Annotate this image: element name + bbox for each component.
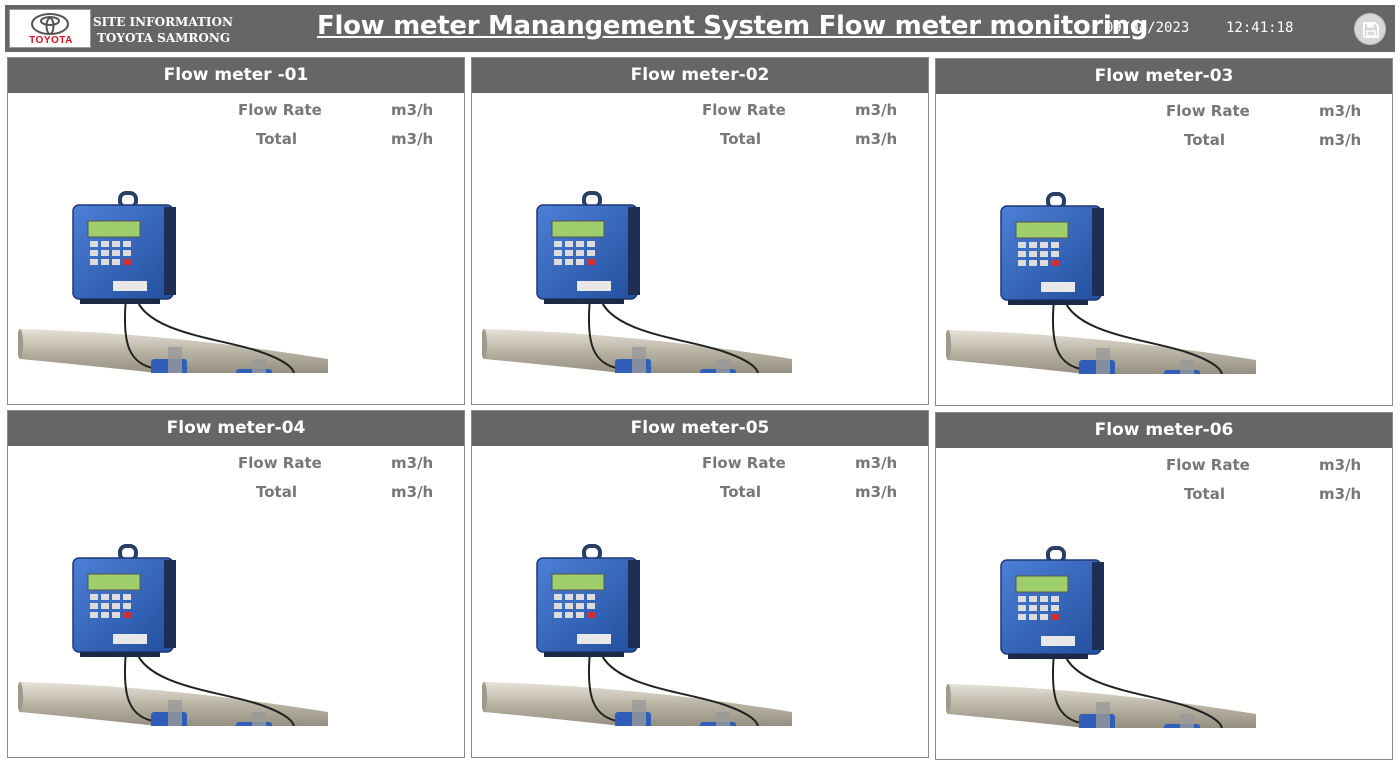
flow-rate-label: Flow Rate	[702, 101, 786, 119]
date-display: 09/04/2023	[1105, 20, 1190, 36]
meter-image	[945, 134, 1266, 398]
flow-rate-label: Flow Rate	[238, 101, 322, 119]
total-unit: m3/h	[1319, 131, 1362, 149]
total-unit: m3/h	[391, 483, 434, 501]
flow-meter-illustration-icon	[945, 546, 1256, 752]
flow-meter-panel-06: Flow meter-06	[935, 412, 1393, 760]
flow-meter-illustration-icon	[17, 544, 328, 750]
flow-rate-unit: m3/h	[391, 101, 434, 119]
meter-image	[481, 486, 802, 750]
total-label: Total	[1184, 485, 1225, 503]
flow-meter-illustration-icon	[481, 544, 792, 750]
total-label: Total	[720, 130, 761, 148]
total-unit: m3/h	[391, 130, 434, 148]
total-label: Total	[256, 483, 297, 501]
total-unit: m3/h	[1319, 485, 1362, 503]
panel-title: Flow meter-03	[936, 59, 1392, 94]
meter-image	[17, 133, 338, 397]
toyota-logo: TOYOTA	[9, 9, 91, 48]
save-button[interactable]	[1354, 13, 1386, 45]
site-name: TOYOTA SAMRONG	[97, 31, 231, 45]
page-title: Flow meter Manangement System Flow meter…	[317, 11, 1149, 41]
toyota-emblem-icon	[31, 13, 69, 35]
flow-meter-illustration-icon	[17, 191, 328, 397]
meter-image	[17, 486, 338, 750]
time-display: 12:41:18	[1226, 20, 1294, 36]
flow-rate-label: Flow Rate	[702, 454, 786, 472]
save-icon	[1363, 22, 1379, 38]
flow-meter-panel-05: Flow meter-05	[471, 410, 929, 758]
meter-image	[481, 133, 802, 397]
flow-meter-panel-02: Flow meter-02	[471, 57, 929, 405]
flow-rate-label: Flow Rate	[1166, 102, 1250, 120]
flow-rate-unit: m3/h	[1319, 102, 1362, 120]
flow-rate-unit: m3/h	[855, 454, 898, 472]
flow-meter-panel-01: Flow meter -01	[7, 57, 465, 405]
panel-title: Flow meter-02	[472, 58, 928, 93]
panel-title: Flow meter-04	[8, 411, 464, 446]
panel-title: Flow meter-05	[472, 411, 928, 446]
total-unit: m3/h	[855, 483, 898, 501]
panel-title: Flow meter -01	[8, 58, 464, 93]
header-bar: TOYOTA SITE INFORMATION TOYOTA SAMRONG F…	[5, 5, 1395, 52]
flow-rate-label: Flow Rate	[238, 454, 322, 472]
flow-meter-illustration-icon	[481, 191, 792, 397]
logo-text: TOYOTA	[29, 35, 73, 46]
flow-meter-panel-04: Flow meter-04	[7, 410, 465, 758]
flow-rate-label: Flow Rate	[1166, 456, 1250, 474]
site-info-label: SITE INFORMATION	[93, 15, 233, 29]
total-label: Total	[720, 483, 761, 501]
flow-rate-unit: m3/h	[391, 454, 434, 472]
flow-meter-illustration-icon	[945, 192, 1256, 398]
flow-rate-unit: m3/h	[1319, 456, 1362, 474]
total-unit: m3/h	[855, 130, 898, 148]
panel-title: Flow meter-06	[936, 413, 1392, 448]
total-label: Total	[1184, 131, 1225, 149]
meter-image	[945, 488, 1266, 752]
flow-rate-unit: m3/h	[855, 101, 898, 119]
flow-meter-panel-03: Flow meter-03	[935, 58, 1393, 406]
site-info: SITE INFORMATION TOYOTA SAMRONG	[93, 14, 233, 46]
total-label: Total	[256, 130, 297, 148]
